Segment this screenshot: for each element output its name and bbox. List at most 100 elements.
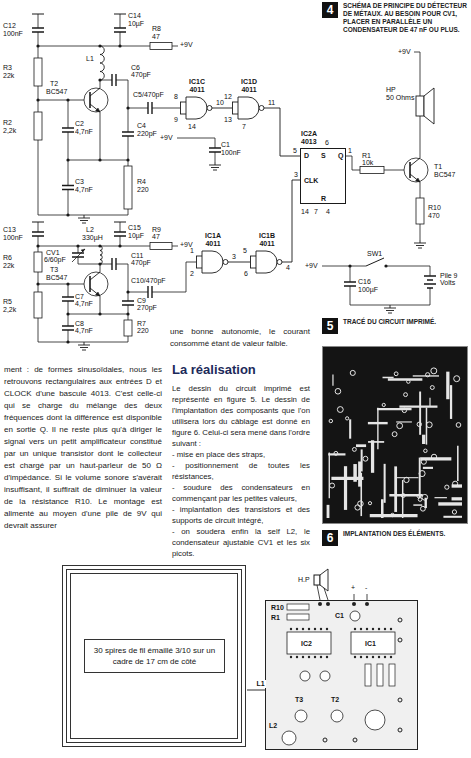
nand-bubble: [207, 106, 212, 111]
ground-symbol: [78, 215, 90, 223]
ground-bar: [114, 222, 126, 223]
pcb-pad: [453, 481, 458, 486]
ground-symbol: [78, 342, 90, 350]
part-label: H.P: [298, 576, 310, 583]
wire: [346, 156, 360, 170]
component-outline: [300, 671, 310, 681]
ic-pin: [296, 656, 298, 658]
ic-pin: [320, 656, 322, 658]
part-label: 4,7nF: [75, 300, 93, 307]
resistor-symbol: [124, 166, 132, 209]
trimmer-arrow-head: [81, 249, 85, 252]
pcb-gap: [429, 398, 430, 406]
inductor-symbol: [100, 46, 104, 80]
pin-number: 14: [301, 208, 309, 215]
gate-output: [282, 262, 284, 263]
junction-dot: [66, 340, 69, 343]
part-label: C16: [358, 278, 371, 285]
wire: [215, 152, 216, 162]
part-label: R7: [137, 320, 146, 327]
wire: [78, 264, 100, 265]
part-label: C1: [335, 612, 344, 619]
wire: [68, 284, 69, 297]
part-label: R5: [3, 298, 12, 305]
pcb-pad: [456, 423, 461, 428]
part-label: R4: [137, 178, 146, 185]
nand-body: [232, 97, 259, 119]
gate-type: 4011: [196, 240, 230, 248]
part-label: T3: [295, 696, 303, 703]
list-item: - mise en place des straps,: [172, 449, 310, 460]
pcb-pad: [335, 388, 341, 394]
part-label: +9V: [180, 241, 193, 248]
part-label: 4,7nF: [75, 128, 93, 135]
board-drawing: [265, 600, 418, 750]
wire: [367, 594, 368, 600]
part-label: C7: [75, 293, 84, 300]
pin-name: D: [304, 152, 309, 159]
pcb-pad: [391, 513, 394, 516]
part-label: +9V: [160, 134, 173, 141]
coil-turn: [67, 570, 242, 743]
picot: [323, 738, 327, 742]
resistor-outline: [365, 664, 371, 686]
part-label: R8: [152, 25, 161, 32]
part-label: 4,7nF: [75, 327, 93, 334]
pcb-gap: [327, 505, 330, 518]
transistor-base: [89, 92, 91, 108]
pcb-pad: [424, 449, 428, 453]
capacitor-symbol: [148, 286, 152, 298]
wire: [322, 266, 366, 267]
pcb-gap: [446, 372, 449, 400]
wire: [172, 46, 178, 47]
ic-pin: [314, 628, 316, 630]
wire: [152, 292, 186, 293]
component-outline: [331, 710, 343, 722]
pcb-gap: [413, 504, 422, 505]
pin-number: 1: [348, 147, 352, 154]
nand-bubble: [277, 260, 282, 265]
wire: [324, 588, 328, 600]
wire: [38, 215, 128, 216]
pcb-pad: [401, 494, 405, 498]
transistor-symbol: [84, 88, 108, 112]
pin-number: 3: [232, 253, 236, 260]
part-label: 10k: [362, 159, 373, 166]
wire: [78, 257, 79, 264]
component-outline: [295, 710, 307, 722]
list-item: - implantation des transistors et des su…: [172, 504, 310, 526]
search-coil-frame: 30 spires de fil émaillé 3/10 sur un cad…: [62, 565, 247, 748]
ic-pin: [320, 628, 322, 630]
figure-caption: 6IMPLANTATION DES ÉLÉMENTS.: [322, 530, 469, 548]
figure-caption: 4SCHÉMA DE PRINCIPE DU DÉTECTEUR DE MÉTA…: [322, 2, 469, 36]
part-label: C10/470pF: [131, 277, 166, 284]
pcb-gap: [329, 452, 330, 498]
part-label: 100nF: [221, 149, 241, 156]
pcb-gap: [443, 516, 462, 518]
text-column: La réalisationLe dessin du circuit impri…: [172, 362, 310, 559]
wire: [38, 100, 90, 101]
gate-output: [264, 108, 266, 109]
picot: [398, 698, 402, 702]
switch-symbol: [366, 258, 384, 266]
resistor-outline: [377, 664, 383, 686]
pcb-gap: [450, 385, 452, 419]
wire-connector: [230, 262, 250, 263]
wire: [38, 246, 39, 252]
resistor-symbol: [34, 292, 42, 318]
resistor-outline: [389, 664, 395, 686]
pcb-pad: [382, 403, 385, 406]
pcb-pad: [404, 393, 408, 397]
component-outline: [365, 710, 385, 730]
ground-bar: [32, 14, 44, 15]
ic-pin: [326, 628, 328, 630]
list-item: - on soudera enfin la self L2, le conden…: [172, 526, 310, 559]
body-text: ment : de formes sinusoïdales, nous les …: [4, 364, 162, 532]
resistor-outline: [287, 604, 309, 610]
part-label: R3: [3, 64, 12, 71]
pcb-gap: [457, 446, 459, 481]
wire: [68, 330, 69, 342]
gate-output: [228, 262, 230, 263]
wire: [172, 246, 178, 247]
wire: [170, 108, 180, 109]
